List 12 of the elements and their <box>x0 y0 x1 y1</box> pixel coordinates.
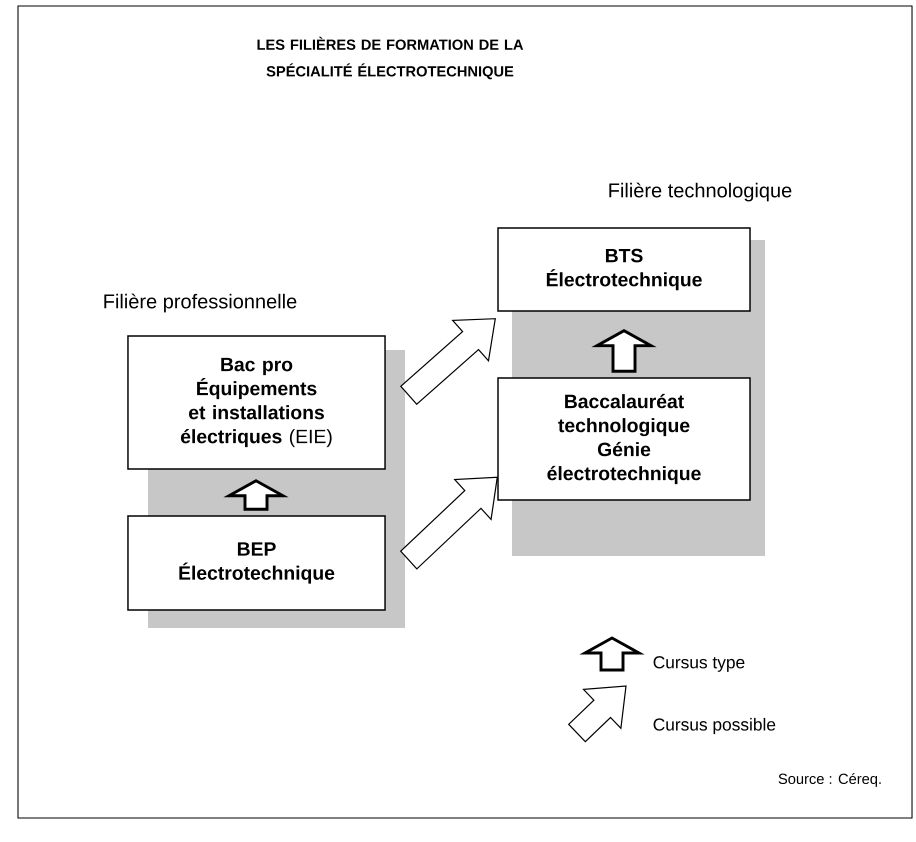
program-box: Baccalauréat technologique Génie électrotechnique <box>497 377 751 501</box>
block-arrow <box>223 479 289 511</box>
program-box: Bac pro Équipements et installations électriques (EIE) <box>127 335 386 470</box>
heading-label: Filière technologique <box>609 182 792 202</box>
program-box: BTS Électrotechnique <box>497 227 751 312</box>
heading-label: Filière professionnelle <box>104 294 296 312</box>
legend-label: Cursus type <box>654 656 744 672</box>
block-arrow <box>591 329 657 373</box>
legend-label: Cursus possible <box>654 718 776 734</box>
source-note: Source : Céreq. <box>778 773 881 787</box>
title: LES FILIÈRES DE FORMATION DE LA SPÉCIALITÉ ÉLECTROTECHNIQUE <box>258 36 524 80</box>
program-box: BEP Électrotechnique <box>127 515 386 611</box>
